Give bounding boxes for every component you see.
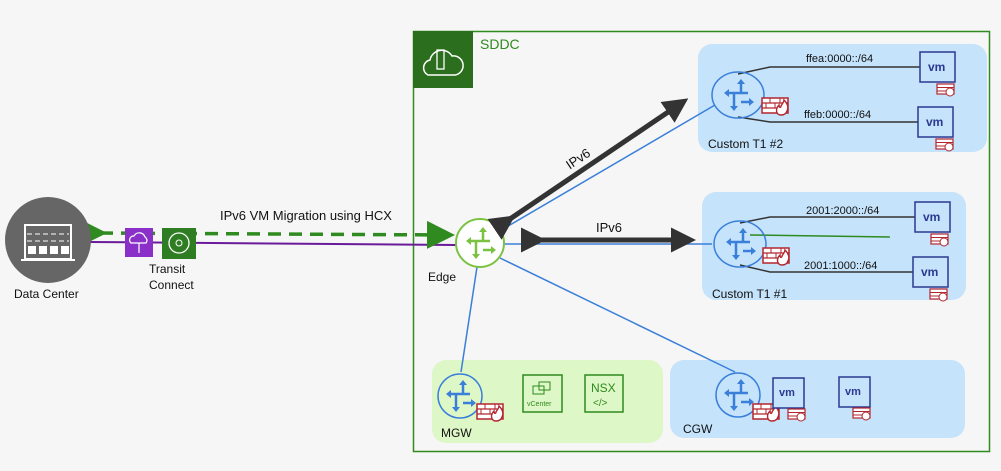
svg-text:vm: vm — [845, 386, 861, 398]
edge-router-icon — [455, 218, 505, 268]
subnet-label: ffea:0000::/64 — [806, 53, 873, 65]
transit-label-2: Connect — [149, 278, 194, 292]
custom-t1-1-router-icon — [713, 220, 767, 268]
vcenter-icon: vCenter — [522, 374, 563, 413]
custom-t1-1-label: Custom T1 #1 — [712, 287, 787, 301]
cgw-label: CGW — [683, 422, 713, 436]
svg-text:</>: </> — [593, 398, 608, 409]
data-center-label: Data Center — [14, 287, 79, 301]
svg-text:vm: vm — [921, 265, 938, 279]
transit-gateway-icon — [162, 228, 196, 259]
ipv6-arrow-t1-2 — [487, 98, 689, 240]
svg-text:NSX: NSX — [591, 381, 616, 395]
cloud-icon — [422, 49, 464, 76]
vm-cgw-b: vm — [838, 376, 871, 421]
hcx-migration-arrow — [78, 218, 455, 249]
nsx-icon: NSX </> — [584, 374, 624, 413]
svg-text:vm: vm — [928, 60, 945, 74]
firewall-icon — [761, 97, 789, 116]
transit-label-1: Transit — [149, 262, 186, 276]
custom-t1-2-label: Custom T1 #2 — [708, 137, 783, 151]
vm-t1-1-b: vm — [912, 256, 949, 302]
vm-t1-1-a: vm — [914, 201, 951, 247]
direct-connect-icon — [125, 228, 153, 257]
green-link — [749, 234, 891, 238]
subnet-label: ffeb:0000::/64 — [804, 109, 871, 121]
firewall-icon — [476, 403, 504, 422]
svg-text:vm: vm — [923, 210, 940, 224]
svg-text:vm: vm — [926, 115, 943, 129]
custom-t1-1-group — [702, 192, 966, 300]
edge-label: Edge — [428, 270, 456, 284]
svg-text:vm: vm — [779, 387, 795, 399]
cgw-group — [670, 360, 965, 438]
mgw-label: MGW — [441, 426, 472, 440]
vm-t1-2-b: vm — [917, 106, 954, 152]
migration-label: IPv6 VM Migration using HCX — [220, 208, 392, 223]
ipv6-label-t1-1: IPv6 — [596, 220, 622, 235]
mgw-group — [432, 360, 663, 443]
subnet-label: 2001:2000::/64 — [806, 205, 879, 217]
vm-t1-2-a: vm — [919, 51, 956, 97]
firewall-icon — [762, 247, 790, 266]
vm-cgw-a: vm — [772, 377, 806, 422]
data-center-icon — [5, 197, 91, 283]
sddc-logo — [413, 31, 473, 88]
sddc-label: SDDC — [480, 36, 520, 52]
mgw-router-icon — [437, 373, 483, 419]
cgw-router-icon — [715, 372, 761, 418]
custom-t1-2-router-icon — [711, 71, 765, 119]
subnet-label: 2001:1000::/64 — [804, 260, 877, 272]
custom-t1-2-group — [698, 44, 987, 152]
svg-text:vCenter: vCenter — [527, 401, 552, 408]
